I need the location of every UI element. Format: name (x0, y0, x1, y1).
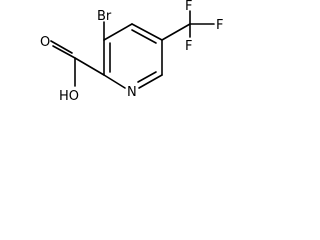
bond-carboxyl-o (52, 45, 76, 59)
bond-carboxyl-o-double (50, 40, 73, 54)
bond-c5-cf3 (161, 23, 191, 41)
atom-bromine: Br (97, 9, 112, 24)
bond-c6-n1-double (137, 71, 157, 83)
atom-fluorine-bottom: F (185, 39, 192, 54)
structure-diagram: Br HO O N F F F (40, 0, 223, 104)
atom-fluorine-right: F (216, 18, 223, 33)
bond-c4-c5 (131, 23, 163, 41)
bond-c6-n1 (138, 74, 163, 89)
bond-c3-c4 (103, 23, 133, 41)
bond-c4-c5-double (131, 29, 157, 44)
bond-n1-c2 (103, 74, 126, 89)
atom-ring-nitrogen: N (127, 85, 137, 100)
atom-carbonyl-oxygen: O (40, 35, 50, 50)
atom-hydroxyl: HO (59, 89, 79, 104)
atom-fluorine-top: F (185, 0, 192, 14)
bond-c2-carboxyl (74, 57, 105, 76)
